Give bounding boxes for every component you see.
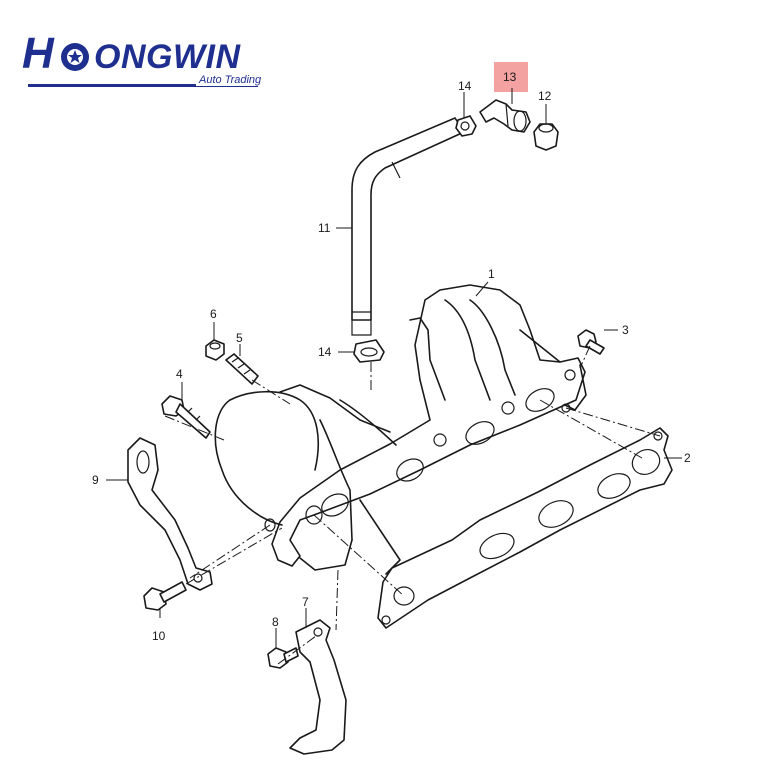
- brand-underline: [28, 84, 258, 87]
- manifold-part-1[interactable]: [214, 284, 587, 575]
- brand-tagline: Auto Trading: [196, 74, 265, 86]
- callout-1: 1: [488, 267, 495, 281]
- callout-9: 9: [92, 473, 99, 487]
- stud-part-5[interactable]: [225, 353, 259, 385]
- gasket-part-2[interactable]: [377, 427, 673, 629]
- callout-4: 4: [176, 367, 183, 381]
- callout-11: 11: [318, 221, 331, 235]
- bolt-part-8[interactable]: [267, 647, 299, 669]
- clamp-part-14-bottom[interactable]: [353, 339, 385, 363]
- wheel-icon: [61, 43, 89, 71]
- clamp-part-14-top[interactable]: [455, 115, 477, 137]
- bolt-part-3[interactable]: [577, 329, 605, 355]
- brand-initial: H: [22, 29, 54, 78]
- callout-12: 12: [538, 89, 552, 103]
- cap-part-12[interactable]: [533, 123, 559, 151]
- brand-name: ONGWIN: [94, 38, 241, 76]
- bracket-part-7[interactable]: [289, 619, 347, 755]
- callout-10: 10: [152, 629, 166, 643]
- nut-part-6[interactable]: [205, 339, 225, 361]
- part-13-highlight: [494, 62, 528, 92]
- leader-lines: [106, 88, 682, 648]
- callout-13: 13: [503, 70, 517, 84]
- alignment-lines: [164, 345, 661, 665]
- bracket-part-9[interactable]: [127, 437, 213, 591]
- bolt-part-4[interactable]: [161, 395, 211, 439]
- callout-14-top: 14: [458, 79, 472, 93]
- callout-7: 7: [302, 595, 309, 609]
- pipe-part-13[interactable]: [479, 99, 531, 133]
- bolt-part-10[interactable]: [143, 581, 187, 611]
- callout-6: 6: [210, 307, 217, 321]
- callout-14-bottom: 14: [318, 345, 332, 359]
- callout-2: 2: [684, 451, 691, 465]
- callout-8: 8: [272, 615, 279, 629]
- callout-3: 3: [622, 323, 629, 337]
- brand-logo: H ONGWIN Auto Trading: [20, 30, 270, 100]
- callout-5: 5: [236, 331, 243, 345]
